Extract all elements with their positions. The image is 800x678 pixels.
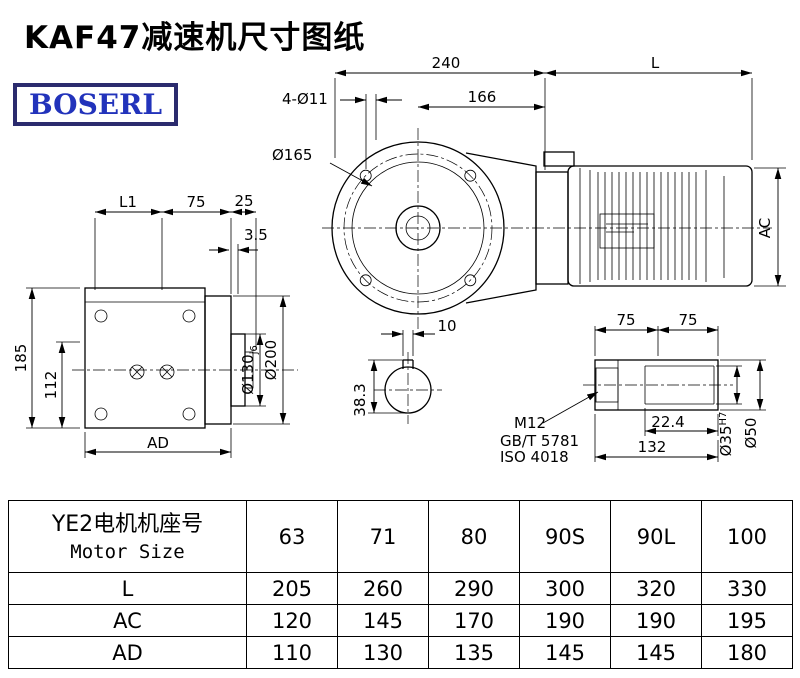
- size-col-header: 63: [246, 500, 338, 573]
- dim-25: 25: [234, 192, 253, 210]
- value-cell: 190: [610, 604, 702, 637]
- size-col-header: 100: [701, 500, 793, 573]
- size-col-header: 90S: [519, 500, 611, 573]
- value-cell: 300: [519, 572, 611, 605]
- dim-3-5: 3.5: [244, 226, 268, 244]
- dim-132: 132: [638, 438, 667, 456]
- dim-166: 166: [468, 88, 497, 106]
- dimension-table: YE2电机机座号 Motor Size 63 71 80 90S 90L 100…: [8, 500, 793, 669]
- size-col-header: 80: [428, 500, 520, 573]
- dim-240: 240: [432, 54, 461, 72]
- front-view-dimensions: 240 L 166 4-Ø11 Ø165 AC: [272, 54, 786, 287]
- dim-75b: 75: [678, 311, 697, 329]
- dim-AD: AD: [147, 434, 169, 452]
- dim-L1: L1: [119, 193, 137, 211]
- dim-AC: AC: [756, 218, 774, 238]
- value-cell: 120: [246, 604, 338, 637]
- page-title: KAF47减速机尺寸图纸: [24, 20, 366, 56]
- dim-O35H7: Ø35H7: [717, 412, 735, 457]
- row-label: AD: [8, 636, 247, 669]
- value-cell: 110: [246, 636, 338, 669]
- table-row-AC: AC 120 145 170 190 190 195: [8, 604, 793, 637]
- side-view: [72, 287, 298, 429]
- motor-view: [567, 165, 753, 287]
- value-cell: 145: [337, 604, 429, 637]
- dim-10: 10: [437, 317, 456, 335]
- dim-L: L: [651, 54, 660, 72]
- dim-112: 112: [42, 371, 60, 400]
- value-cell: 290: [428, 572, 520, 605]
- value-cell: 145: [610, 636, 702, 669]
- shaft-side-view: [583, 359, 733, 411]
- value-cell: 320: [610, 572, 702, 605]
- row-label: AC: [8, 604, 247, 637]
- std-gb: GB/T 5781: [500, 432, 579, 450]
- value-cell: 170: [428, 604, 520, 637]
- dim-22-4: 22.4: [651, 413, 684, 431]
- front-view: [322, 128, 772, 332]
- dim-75-left: 75: [186, 193, 205, 211]
- shaft-dimensions: 75 75 22.4 132 M12 GB/T 5781 ISO 4018 Ø3…: [500, 311, 766, 466]
- value-cell: 205: [246, 572, 338, 605]
- table-row-L: L 205 260 290 300 320 330: [8, 572, 793, 605]
- dim-38-3: 38.3: [351, 383, 369, 416]
- value-cell: 135: [428, 636, 520, 669]
- side-view-dimensions: L1 75 25 3.5 185 112 AD Ø130j6: [12, 192, 290, 458]
- value-cell: 190: [519, 604, 611, 637]
- dim-O50: Ø50: [742, 418, 760, 449]
- dim-O200: Ø200: [262, 340, 280, 380]
- table-row-AD: AD 110 130 135 145 145 180: [8, 636, 793, 669]
- dim-4xO11: 4-Ø11: [282, 90, 328, 108]
- value-cell: 195: [701, 604, 793, 637]
- value-cell: 145: [519, 636, 611, 669]
- dim-185: 185: [12, 344, 30, 373]
- header-cn: YE2电机机座号: [51, 511, 204, 537]
- dim-O130j6: Ø130j6: [239, 345, 260, 395]
- size-col-header: 71: [337, 500, 429, 573]
- row-label: L: [8, 572, 247, 605]
- value-cell: 330: [701, 572, 793, 605]
- value-cell: 180: [701, 636, 793, 669]
- table-header-motor-size: YE2电机机座号 Motor Size: [8, 500, 247, 573]
- std-iso: ISO 4018: [500, 448, 569, 466]
- brand-logo: BOSERL: [14, 84, 178, 125]
- dim-M12: M12: [514, 414, 546, 432]
- shaft-end-view: 10 38.3: [351, 317, 457, 424]
- size-col-header: 90L: [610, 500, 702, 573]
- value-cell: 130: [337, 636, 429, 669]
- dim-O165: Ø165: [272, 146, 312, 164]
- dim-75a: 75: [616, 311, 635, 329]
- value-cell: 260: [337, 572, 429, 605]
- header-en: Motor Size: [70, 540, 185, 563]
